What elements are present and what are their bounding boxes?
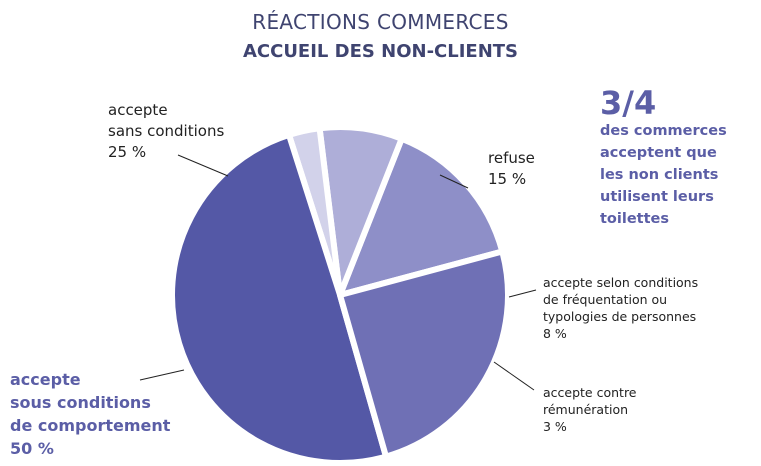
slice-label-line: refuse [488, 149, 535, 167]
chart-subtitle: ACCUEIL DES NON-CLIENTS [242, 41, 519, 62]
chart-title: RÉACTIONS COMMERCES [252, 10, 509, 34]
leader-line-conditions-frequentation [508, 289, 537, 298]
slice-label-line: accepte contre [543, 385, 637, 400]
slice-label-line: typologies de personnes [543, 309, 697, 324]
slice-label-value: 3 % [543, 419, 567, 434]
leader-line-comportement [139, 369, 185, 381]
slice-label-refuse: refuse 15 % [488, 148, 535, 190]
leader-line-refuse [439, 174, 469, 189]
slice-label-value: 25 % [108, 143, 147, 161]
slice-label-line: accepte [10, 370, 81, 389]
slice-sans-conditions [337, 248, 511, 460]
slice-refuse [337, 135, 506, 298]
callout-line: toilettes [600, 211, 669, 227]
slice-label-conditions-frequentation: accepte selon conditions de fréquentatio… [543, 274, 698, 342]
callout-line: acceptent que [600, 145, 717, 161]
slice-label-line: accepte selon conditions [543, 275, 699, 290]
callout-figure: 3/4 [600, 84, 657, 122]
slice-label-value: 50 % [10, 439, 54, 458]
slice-label-value: 15 % [488, 170, 527, 188]
leader-line-remuneration [493, 361, 535, 391]
slice-label-line: de fréquentation ou [543, 292, 668, 307]
callout-line: des commerces [600, 123, 727, 139]
slice-label-sans-conditions: accepte sans conditions 25 % [108, 100, 224, 163]
callout-line: les non clients [600, 167, 719, 183]
slice-label-line: rémunération [543, 402, 629, 417]
slice-label-line: sous conditions [10, 393, 151, 412]
slice-label-line: accepte [108, 101, 168, 119]
callout-line: utilisent leurs [600, 189, 714, 205]
slice-label-line: de comportement [10, 416, 171, 435]
slice-label-comportement: accepte sous conditions de comportement … [10, 368, 170, 460]
slice-label-line: sans conditions [108, 122, 225, 140]
slice-comportement [168, 131, 389, 466]
callout-text: des commerces acceptent que les non clie… [600, 120, 760, 230]
leader-line-sans-conditions [177, 154, 229, 177]
slice-label-value: 8 % [543, 326, 567, 341]
slice-label-remuneration: accepte contre rémunération 3 % [543, 384, 637, 435]
